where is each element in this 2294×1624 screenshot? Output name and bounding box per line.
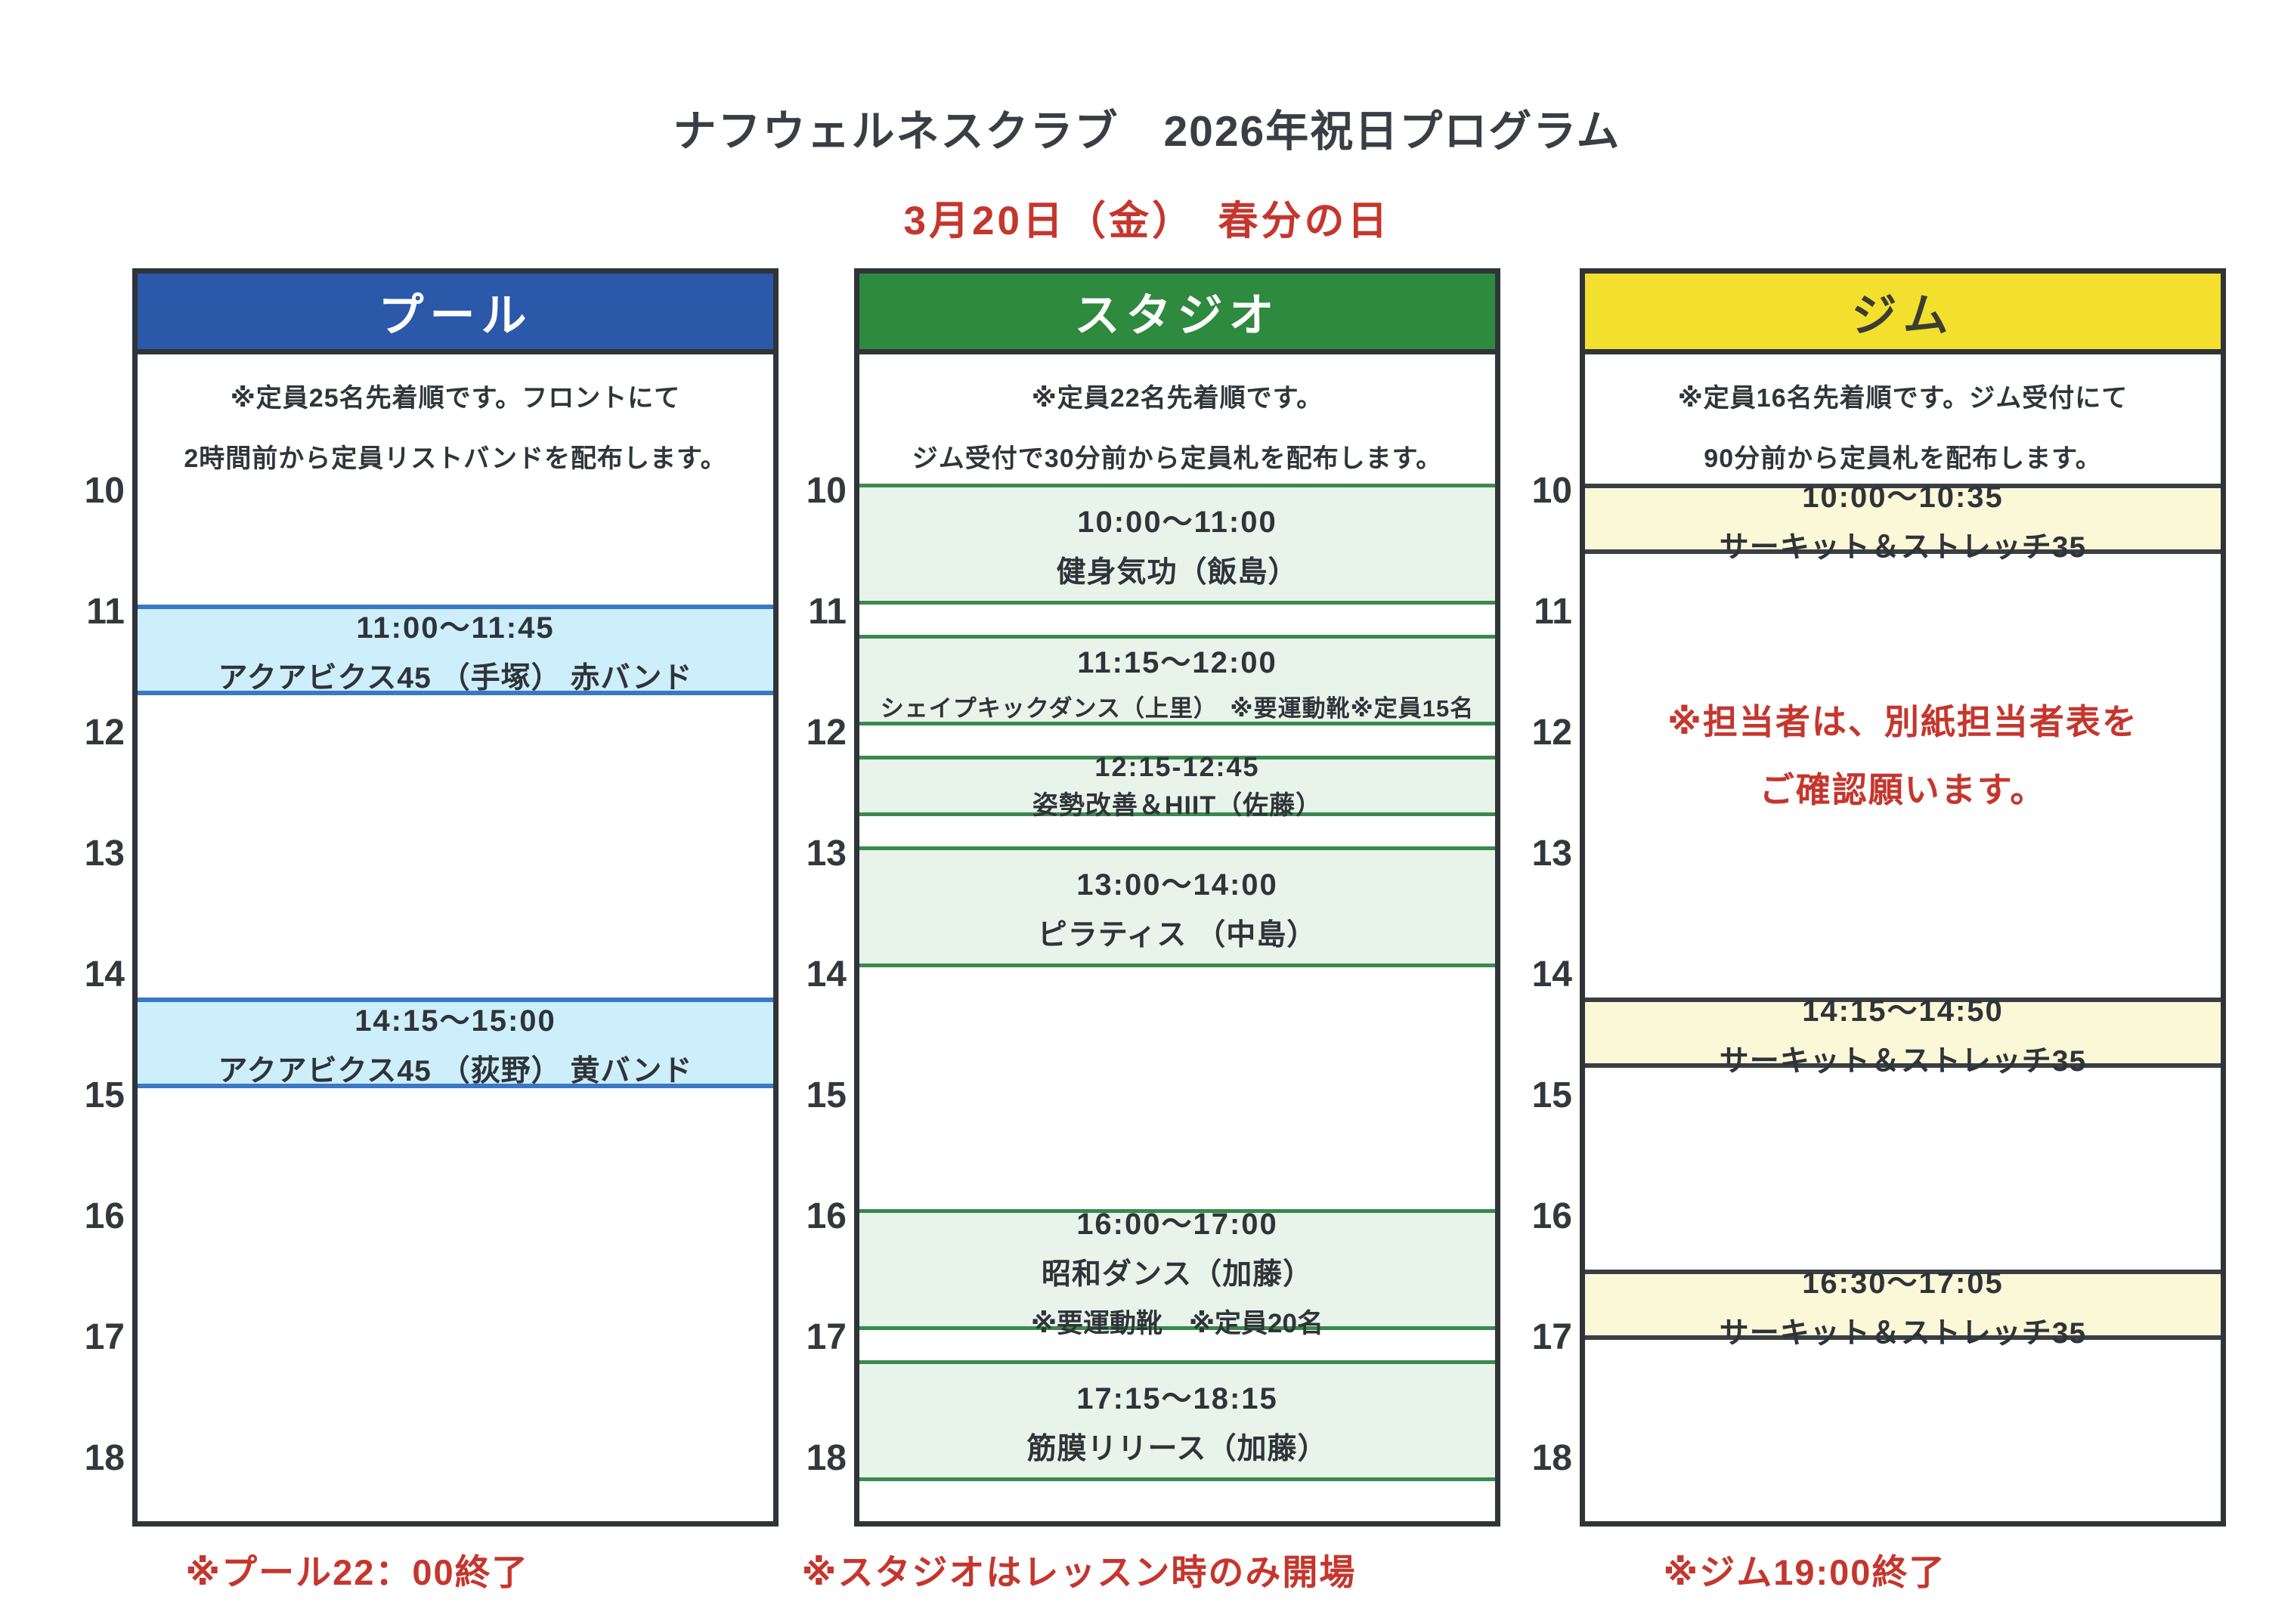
pool-hour-label-11: 11 [86, 592, 125, 632]
studio-event: 13:00～14:00 ピラティス （中島） [859, 846, 1495, 967]
pool-footer-note: ※プール22：00終了 [185, 1552, 529, 1592]
gym-event: 10:00～10:35 サーキット＆ストレッチ35 [1585, 481, 2221, 564]
event-name: ピラティス （中島） [1037, 919, 1317, 951]
event-time: 16:00～17:00 [1076, 1207, 1278, 1241]
gym-hour-label-17: 17 [1531, 1317, 1572, 1357]
studio-event: 12:15-12:45 姿勢改善＆HIIT（佐藤） [859, 751, 1495, 820]
gym-staff-note: ※担当者は、別紙担当者表をご確認願います。 [1585, 685, 2221, 821]
pool-hour-label-17: 17 [84, 1317, 125, 1357]
pool-event: 11:00～11:45 アクアビクス45 （手塚） 赤バンド [138, 605, 773, 695]
event-name: シェイプキックダンス（上里） ※要運動靴※定員15名 [880, 694, 1475, 722]
pool-hour-label-10: 10 [84, 471, 125, 511]
studio-header: スタジオ [859, 274, 1495, 354]
studio-hour-label-14: 14 [806, 954, 847, 995]
event-name: サーキット＆ストレッチ35 [1719, 1044, 2087, 1078]
pool-capacity-note-line2: 2時間前から定員リストバンドを配布します。 [184, 444, 727, 473]
studio-hour-label-13: 13 [806, 834, 847, 874]
studio-footer-note: ※スタジオはレッスン時のみ開場 [801, 1552, 1357, 1592]
gym-hour-label-16: 16 [1531, 1196, 1572, 1236]
studio-hour-label-12: 12 [806, 713, 847, 753]
studio-event: 17:15～18:15 筋膜リリース（加藤） [859, 1360, 1495, 1481]
event-extra-note: ※要運動靴 ※定員20名 [1031, 1308, 1323, 1338]
event-time: 14:15～15:00 [354, 1004, 556, 1038]
pool-hour-label-13: 13 [84, 834, 125, 874]
studio-hour-label-10: 10 [806, 471, 847, 511]
gym-event: 14:15～14:50 サーキット＆ストレッチ35 [1585, 995, 2221, 1078]
gym-capacity-note-line1: ※定員16名先着順です。ジム受付にて [1677, 383, 2128, 413]
studio-hour-label-17: 17 [806, 1317, 847, 1357]
pool-event: 14:15～15:00 アクアビクス45 （荻野） 黄バンド [138, 998, 773, 1088]
studio-event: 10:00～11:00 健身気功（飯島） [859, 484, 1495, 605]
studio-event: 11:15～12:00 シェイプキックダンス（上里） ※要運動靴※定員15名 [859, 635, 1495, 725]
studio-hour-label-11: 11 [808, 592, 847, 632]
event-time: 11:00～11:45 [356, 611, 555, 645]
event-time: 17:15～18:15 [1076, 1382, 1278, 1415]
pool-capacity-note-line1: ※定員25名先着順です。フロントにて [230, 383, 681, 413]
gym-hour-label-11: 11 [1534, 592, 1572, 632]
studio-hour-label-16: 16 [806, 1196, 847, 1236]
gym-footer-note: ※ジム19:00終了 [1663, 1552, 1946, 1592]
event-time: 10:00～11:00 [1077, 506, 1277, 539]
pool-time-grid: 11:00～11:45 アクアビクス45 （手塚） 赤バンド 14:15～15:00… [138, 274, 773, 1521]
gym-capacity-note: ※定員16名先着順です。ジム受付にて 90分前から定員札を配布します。 [1585, 354, 2221, 486]
event-name: サーキット＆ストレッチ35 [1719, 531, 2087, 564]
studio-event: 16:00～17:00 昭和ダンス（加藤） ※要運動靴 ※定員20名 [859, 1208, 1495, 1338]
event-time: 16:30～17:05 [1802, 1266, 2004, 1300]
gym-staff-note-line1: ※担当者は、別紙担当者表を [1667, 702, 2138, 741]
gym-event: 16:30～17:05 サーキット＆ストレッチ35 [1585, 1267, 2221, 1350]
gym-hour-label-12: 12 [1531, 713, 1572, 753]
event-time: 14:15～14:50 [1802, 994, 2004, 1028]
pool-hour-label-14: 14 [84, 954, 125, 995]
gym-capacity-note-line2: 90分前から定員札を配布します。 [1704, 444, 2102, 473]
event-name: 昭和ダンス（加藤） [1041, 1257, 1314, 1291]
event-name: 姿勢改善＆HIIT（佐藤） [1032, 790, 1323, 820]
event-time: 12:15-12:45 [1094, 750, 1260, 782]
event-time: 10:00～10:35 [1802, 480, 2004, 514]
event-name: 筋膜リリース（加藤） [1026, 1433, 1328, 1465]
pool-hour-label-12: 12 [84, 713, 125, 753]
event-name: アクアビクス45 （手塚） 赤バンド [218, 662, 693, 694]
pool-capacity-note: ※定員25名先着順です。フロントにて 2時間前から定員リストバンドを配布します。 [138, 354, 773, 486]
studio-column: スタジオ※定員22名先着順です。ジム受付で30分前から定員札を配布します。10:… [854, 268, 1500, 1527]
studio-time-grid: 10:00～11:00 健身気功（飯島） 11:15～12:00 シェイプキックダンス… [859, 274, 1495, 1521]
studio-capacity-note: ※定員22名先着順です。ジム受付で30分前から定員札を配布します。 [859, 354, 1495, 486]
gym-header: ジム [1585, 274, 2221, 354]
pool-column: プール ※定員25名先着順です。フロントにて 2時間前から定員リストバンドを配布しま… [132, 268, 779, 1527]
gym-hour-label-15: 15 [1531, 1075, 1572, 1115]
gym-staff-note-line2: ご確認願います。 [1759, 770, 2047, 809]
page-title: ナフウェルネスクラブ 2026年祝日プログラム [673, 107, 1621, 156]
gym-hour-label-13: 13 [1531, 834, 1572, 874]
studio-hour-label-18: 18 [806, 1438, 847, 1478]
pool-hour-label-18: 18 [84, 1438, 125, 1478]
pool-hour-label-16: 16 [84, 1196, 125, 1236]
studio-hour-label-15: 15 [806, 1075, 847, 1115]
gym-hour-label-18: 18 [1531, 1438, 1572, 1478]
event-name: 健身気功（飯島） [1056, 556, 1299, 589]
event-name: アクアビクス45 （荻野） 黄バンド [218, 1055, 693, 1087]
studio-capacity-note-line2: ジム受付で30分前から定員札を配布します。 [912, 444, 1443, 473]
studio-capacity-note-line1: ※定員22名先着順です。 [1031, 383, 1323, 413]
gym-hour-label-14: 14 [1531, 954, 1572, 995]
event-time: 11:15～12:00 [1077, 645, 1277, 679]
gym-time-grid: ※担当者は、別紙担当者表をご確認願います。 10:00～10:35 サーキット＆スト… [1585, 274, 2221, 1521]
event-time: 13:00～14:00 [1076, 868, 1278, 902]
gym-hour-label-10: 10 [1531, 471, 1572, 511]
event-name: サーキット＆ストレッチ35 [1719, 1316, 2087, 1350]
pool-header: プール [138, 274, 773, 354]
pool-hour-label-15: 15 [84, 1075, 125, 1115]
page-date: 3月20日（金） 春分の日 [903, 199, 1391, 243]
